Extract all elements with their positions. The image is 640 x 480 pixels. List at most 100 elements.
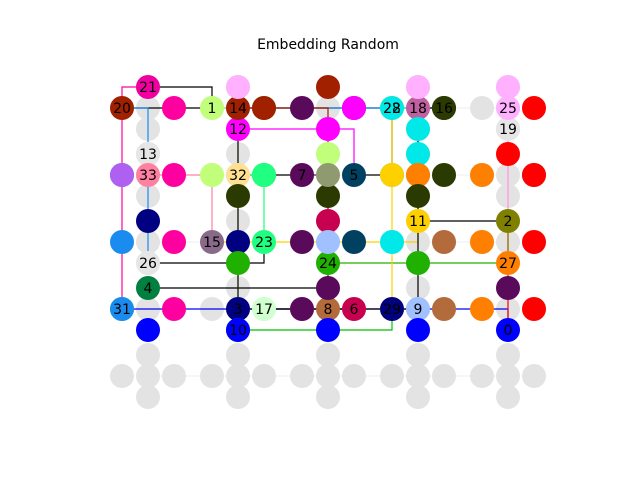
graph-node bbox=[406, 297, 430, 321]
ghost-node bbox=[496, 385, 520, 409]
graph-node bbox=[316, 117, 340, 141]
graph-node bbox=[406, 96, 430, 120]
graph-node bbox=[226, 230, 250, 254]
graph-node bbox=[316, 297, 340, 321]
node-label: 18 bbox=[409, 101, 427, 117]
graph-node bbox=[496, 318, 520, 342]
ghost-node bbox=[522, 364, 546, 388]
graph-node bbox=[252, 230, 276, 254]
node-label: 6 bbox=[350, 302, 359, 318]
ghost-node bbox=[290, 364, 314, 388]
ghost-node bbox=[200, 364, 224, 388]
graph-node bbox=[290, 96, 314, 120]
graph-node bbox=[252, 163, 276, 187]
graph-node bbox=[226, 251, 250, 275]
graph-node bbox=[496, 209, 520, 233]
ghost-node bbox=[110, 364, 134, 388]
node-label: 24 bbox=[319, 256, 337, 272]
graph-node bbox=[380, 163, 404, 187]
node-label: 14 bbox=[229, 101, 247, 117]
graph-node bbox=[406, 251, 430, 275]
figure-title: Embedding Random bbox=[257, 37, 399, 53]
node-layer bbox=[110, 75, 546, 342]
graph-node bbox=[110, 163, 134, 187]
graph-node bbox=[136, 209, 160, 233]
graph-node bbox=[162, 163, 186, 187]
graph-node bbox=[342, 297, 366, 321]
ghost-node bbox=[406, 343, 430, 367]
node-label: 8 bbox=[324, 302, 333, 318]
graph-node bbox=[470, 230, 494, 254]
graph-node bbox=[406, 75, 430, 99]
ghost-node bbox=[342, 364, 366, 388]
graph-node bbox=[136, 318, 160, 342]
graph-node bbox=[290, 163, 314, 187]
graph-node bbox=[406, 209, 430, 233]
graph-node bbox=[496, 251, 520, 275]
ghost-node bbox=[316, 364, 340, 388]
graph-node bbox=[342, 96, 366, 120]
graph-node bbox=[496, 142, 520, 166]
graph-node bbox=[522, 297, 546, 321]
graph-node bbox=[406, 184, 430, 208]
ghost-node bbox=[136, 385, 160, 409]
graph-node bbox=[432, 230, 456, 254]
node-label: 4 bbox=[144, 281, 153, 297]
graph-node bbox=[522, 230, 546, 254]
ghost-node bbox=[316, 343, 340, 367]
graph-node bbox=[470, 297, 494, 321]
graph-node bbox=[406, 163, 430, 187]
node-label: 25 bbox=[499, 101, 517, 117]
graph-node bbox=[432, 96, 456, 120]
graph-node bbox=[342, 230, 366, 254]
graph-node bbox=[162, 297, 186, 321]
graph-node bbox=[226, 117, 250, 141]
graph-node bbox=[252, 96, 276, 120]
graph-node bbox=[406, 142, 430, 166]
ghost-node bbox=[470, 96, 494, 120]
graph-node bbox=[522, 163, 546, 187]
graph-node bbox=[432, 297, 456, 321]
ghost-node bbox=[406, 364, 430, 388]
graph-node bbox=[316, 142, 340, 166]
graph-node bbox=[316, 184, 340, 208]
graph-node bbox=[380, 230, 404, 254]
node-label: 19 bbox=[499, 122, 517, 138]
node-label: 15 bbox=[203, 235, 221, 251]
graph-node bbox=[316, 75, 340, 99]
node-label: 3 bbox=[234, 302, 243, 318]
node-label: 22 bbox=[383, 101, 401, 117]
graph-node bbox=[110, 297, 134, 321]
node-label: 11 bbox=[409, 214, 427, 230]
graph-node bbox=[252, 297, 276, 321]
ghost-node bbox=[226, 385, 250, 409]
graph-node bbox=[496, 117, 520, 141]
graph-node bbox=[200, 96, 224, 120]
node-label: 10 bbox=[229, 323, 247, 339]
graph-node bbox=[290, 297, 314, 321]
graph-node bbox=[316, 276, 340, 300]
graph-node bbox=[162, 96, 186, 120]
node-label: 17 bbox=[255, 302, 273, 318]
graph-node bbox=[496, 276, 520, 300]
graph-node bbox=[136, 276, 160, 300]
graph-node bbox=[290, 230, 314, 254]
node-label: 12 bbox=[229, 122, 247, 138]
ghost-node bbox=[432, 364, 456, 388]
node-label: 16 bbox=[435, 101, 453, 117]
graph-node bbox=[110, 96, 134, 120]
node-label: 2 bbox=[504, 214, 513, 230]
graph-node bbox=[522, 96, 546, 120]
graph-node bbox=[162, 230, 186, 254]
ghost-node bbox=[226, 343, 250, 367]
ghost-node bbox=[136, 364, 160, 388]
ghost-node bbox=[136, 343, 160, 367]
graph-edge bbox=[238, 128, 355, 175]
node-label: 23 bbox=[255, 235, 273, 251]
node-label: 21 bbox=[139, 80, 157, 96]
graph-node bbox=[200, 163, 224, 187]
node-label: 5 bbox=[350, 168, 359, 184]
node-label: 1 bbox=[208, 101, 217, 117]
